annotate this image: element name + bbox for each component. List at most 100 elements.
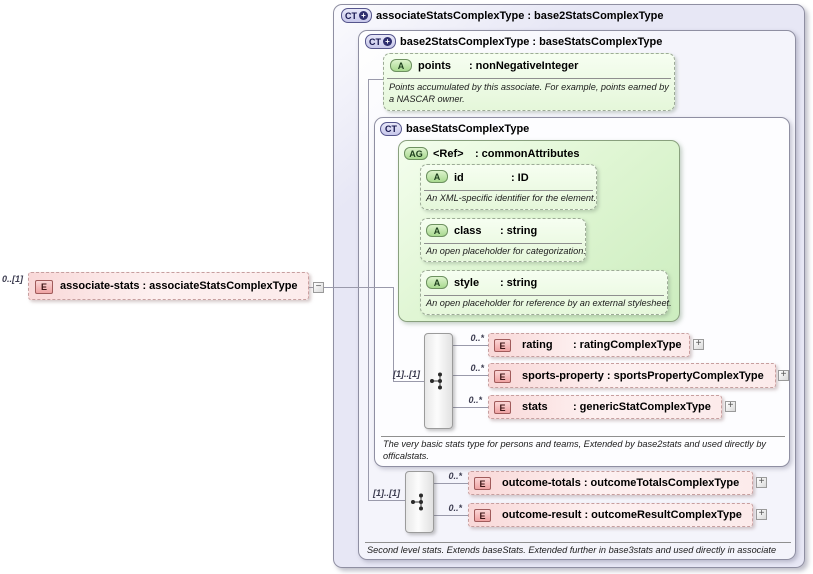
expand-icon[interactable]: +: [756, 477, 767, 488]
expand-icon[interactable]: +: [756, 509, 767, 520]
element-badge: E: [474, 477, 491, 490]
element-box-stats[interactable]: E stats : genericStatComplexType: [488, 395, 722, 419]
complextype-title: baseStatsComplexType: [406, 119, 529, 139]
attribute-type: string: [506, 277, 538, 289]
connector-line: [453, 375, 488, 376]
connector-line: [434, 515, 468, 516]
type-name: baseStatsComplexType: [406, 123, 530, 135]
sequence-compositor[interactable]: [405, 471, 434, 533]
element-name: outcome-totals: [502, 477, 581, 489]
expand-icon[interactable]: +: [778, 370, 789, 381]
attribute-name: id: [454, 171, 464, 184]
attribute-title: style : string: [454, 271, 537, 295]
attribute-group-name: <Ref>: [433, 147, 464, 160]
type-name: base2StatsComplexType: [400, 36, 530, 48]
element-type: ratingComplexType: [579, 339, 682, 351]
element-box-outcome-totals[interactable]: E outcome-totals : outcomeTotalsComplexT…: [468, 471, 753, 495]
annotation-divider: [424, 190, 593, 191]
annotation-divider: [424, 243, 582, 244]
attribute-badge: A: [426, 224, 448, 237]
colon: :: [500, 277, 504, 289]
element-badge: E: [474, 509, 491, 522]
element-name: outcome-result: [502, 509, 582, 521]
derivation-plus-icon: +: [359, 11, 368, 20]
complextype-badge: CT +: [365, 34, 396, 49]
element-box-rating[interactable]: E rating : ratingComplexType: [488, 333, 690, 357]
attribute-box-points[interactable]: A points : nonNegativeInteger Points acc…: [383, 53, 675, 111]
complextype-title: base2StatsComplexType : baseStatsComplex…: [400, 31, 662, 53]
element-cardinality-label: 0..*: [470, 363, 484, 373]
connector-line: [309, 287, 393, 288]
element-badge: E: [494, 370, 511, 383]
type-name: associateStatsComplexType: [376, 10, 525, 22]
element-box-sports-property[interactable]: E sports-property : sportsPropertyComple…: [488, 363, 776, 388]
connector-line: [453, 345, 488, 346]
expand-icon[interactable]: +: [693, 339, 704, 350]
element-type: associateStatsComplexType: [149, 280, 298, 292]
annotation-divider: [424, 295, 664, 296]
collapse-icon[interactable]: −: [313, 282, 324, 293]
attribute-type: ID: [517, 171, 529, 184]
annotation-divider: [381, 436, 785, 437]
attribute-type: nonNegativeInteger: [475, 60, 579, 72]
annotation-text: An XML-specific identifier for the eleme…: [426, 193, 597, 203]
connector-line: [453, 407, 488, 408]
colon: :: [527, 10, 532, 22]
element-type: outcomeResultComplexType: [591, 509, 742, 521]
colon: :: [573, 339, 577, 351]
source-element-cardinality-label: 0..[1]: [2, 274, 24, 284]
ct-badge-label: CT: [385, 124, 397, 134]
attribute-box-id[interactable]: A id : ID An XML-specific identifier for…: [420, 164, 597, 210]
colon: :: [500, 225, 504, 237]
element-title: associate-stats : associateStatsComplexT…: [60, 273, 298, 299]
colon: :: [475, 147, 479, 160]
colon: :: [511, 171, 515, 184]
element-box-outcome-result[interactable]: E outcome-result : outcomeResultComplexT…: [468, 503, 753, 527]
colon: :: [469, 60, 473, 72]
colon: :: [142, 280, 147, 292]
element-name: associate-stats: [60, 280, 140, 292]
base-type-name: base2StatsComplexType: [534, 10, 664, 22]
element-title: stats : genericStatComplexType: [522, 396, 711, 418]
attribute-badge: A: [426, 170, 448, 183]
connector-line: [393, 287, 394, 381]
element-title: sports-property : sportsPropertyComplexT…: [522, 364, 764, 387]
sequence-icon: [411, 493, 423, 511]
element-name: stats: [522, 401, 548, 413]
connector-line: [368, 79, 383, 80]
attribute-box-style[interactable]: A style : string An open placeholder for…: [420, 270, 672, 315]
colon: :: [573, 401, 577, 413]
attribute-group-title: <Ref> : commonAttributes: [433, 141, 579, 166]
element-title: outcome-totals : outcomeTotalsComplexTyp…: [502, 472, 739, 494]
element-cardinality-label: 0..*: [448, 503, 462, 513]
sequence-cardinality-label: [1]..[1]: [393, 369, 420, 379]
element-badge: E: [494, 401, 511, 414]
complextype-badge: CT +: [341, 8, 372, 23]
annotation-text: An open placeholder for categorization.: [426, 246, 586, 256]
annotation-text: An open placeholder for reference by an …: [426, 298, 672, 308]
element-name: rating: [522, 339, 553, 351]
connector-line: [434, 483, 468, 484]
connector-line: [368, 500, 405, 501]
connector-line: [368, 79, 369, 501]
colon: :: [532, 36, 537, 48]
ct-badge-label: CT: [345, 10, 357, 21]
element-cardinality-label: 0..*: [470, 333, 484, 343]
colon: :: [583, 477, 588, 489]
attribute-box-class[interactable]: A class : string An open placeholder for…: [420, 218, 586, 262]
base-type-name: baseStatsComplexType: [539, 36, 663, 48]
attribute-title: id : ID: [454, 165, 529, 190]
attribute-name: points: [418, 60, 451, 72]
sequence-cardinality-label: [1]..[1]: [373, 488, 400, 498]
element-type: genericStatComplexType: [579, 401, 711, 413]
attribute-name: class: [454, 225, 482, 237]
expand-icon[interactable]: +: [725, 401, 736, 412]
attribute-name: style: [454, 277, 480, 289]
element-title: outcome-result : outcomeResultComplexTyp…: [502, 504, 742, 526]
attribute-badge: A: [426, 276, 448, 289]
element-box-associate-stats[interactable]: E associate-stats : associateStatsComple…: [28, 272, 309, 300]
derivation-plus-icon: +: [383, 37, 392, 46]
colon: :: [606, 369, 611, 382]
sequence-compositor[interactable]: [424, 333, 453, 429]
